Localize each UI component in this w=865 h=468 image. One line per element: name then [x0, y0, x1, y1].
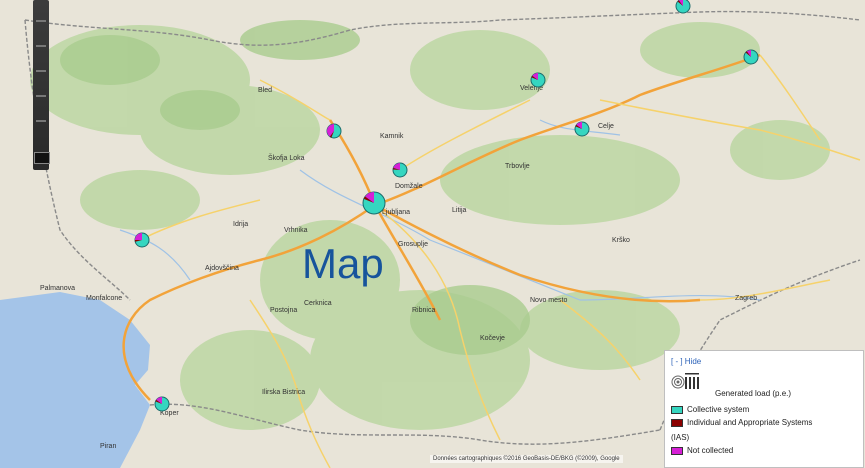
zoom-tick: [36, 95, 46, 97]
place-label: Monfalcone: [86, 295, 122, 302]
map-title-label: Map: [302, 240, 384, 287]
zoom-tick: [36, 70, 46, 72]
size-bars-icon: [685, 373, 699, 389]
legend-item-label: Not collected: [687, 446, 734, 455]
pie-marker-kranj[interactable]: [326, 123, 342, 139]
place-label: Postojna: [270, 307, 297, 314]
place-label: Zagreb: [735, 295, 757, 302]
size-circles-icon: [671, 375, 685, 389]
place-label: Piran: [100, 443, 116, 450]
place-label: Velenje: [520, 85, 543, 92]
pie-marker-nova-gorica[interactable]: [134, 232, 150, 248]
pie-marker-maribor[interactable]: [675, 0, 691, 14]
pie-marker-velenje[interactable]: [530, 72, 546, 88]
pie-marker-celje[interactable]: [574, 121, 590, 137]
legend-item-label: Collective system: [687, 405, 750, 414]
zoom-slider[interactable]: [33, 0, 50, 170]
place-label: Vrhnika: [284, 227, 308, 234]
legend-item-ias-abbr: (IAS): [671, 433, 689, 442]
pie-marker-ptuj[interactable]: [743, 49, 759, 65]
legend-item-label: Individual and Appropriate Systems: [687, 418, 813, 427]
place-label: Celje: [598, 123, 614, 130]
legend-item-collective: Collective system: [671, 405, 749, 414]
place-label: Ilirska Bistrica: [262, 389, 305, 396]
legend-swatch: [671, 405, 683, 414]
legend-hide-link[interactable]: [ - ] Hide: [671, 357, 702, 366]
place-label: Kočevje: [480, 335, 505, 342]
legend-item-not-collected: Not collected: [671, 446, 733, 455]
place-label: Idrija: [233, 221, 248, 228]
place-label: Bled: [258, 87, 272, 94]
zoom-handle[interactable]: [34, 152, 50, 164]
pie-marker-koper[interactable]: [154, 396, 170, 412]
place-label: Ljubljana: [382, 209, 410, 216]
place-label: Palmanova: [40, 285, 75, 292]
legend-swatch: [671, 418, 683, 427]
map-attribution: Données cartographiques ©2016 GeoBasis-D…: [430, 455, 623, 463]
place-label: Novo mesto: [530, 297, 567, 304]
place-label: Koper: [160, 410, 179, 417]
legend-swatch: [671, 446, 683, 455]
place-label: Krško: [612, 237, 630, 244]
place-label: Litija: [452, 207, 467, 214]
place-label: Trbovlje: [505, 163, 530, 170]
map-legend: [ - ] Hide Generated load (p.e.) Collect…: [664, 350, 864, 468]
place-label: Cerknica: [304, 300, 332, 307]
zoom-tick: [36, 120, 46, 122]
place-label: Kamnik: [380, 133, 404, 140]
place-label: Ajdovščina: [205, 265, 239, 272]
zoom-tick: [36, 20, 46, 22]
pie-marker-dom-ale[interactable]: [392, 162, 408, 178]
place-label: Ribnica: [412, 307, 435, 314]
legend-item-ias: Individual and Appropriate Systems: [671, 418, 812, 427]
place-label: Grosuplje: [398, 241, 428, 248]
place-label: Škofja Loka: [268, 153, 305, 162]
pie-marker-ljubljana[interactable]: [362, 191, 386, 215]
legend-generated-load: Generated load (p.e.): [715, 389, 792, 398]
place-label: Domžale: [395, 183, 423, 190]
zoom-tick: [36, 45, 46, 47]
legend-item-label: (IAS): [671, 433, 690, 442]
